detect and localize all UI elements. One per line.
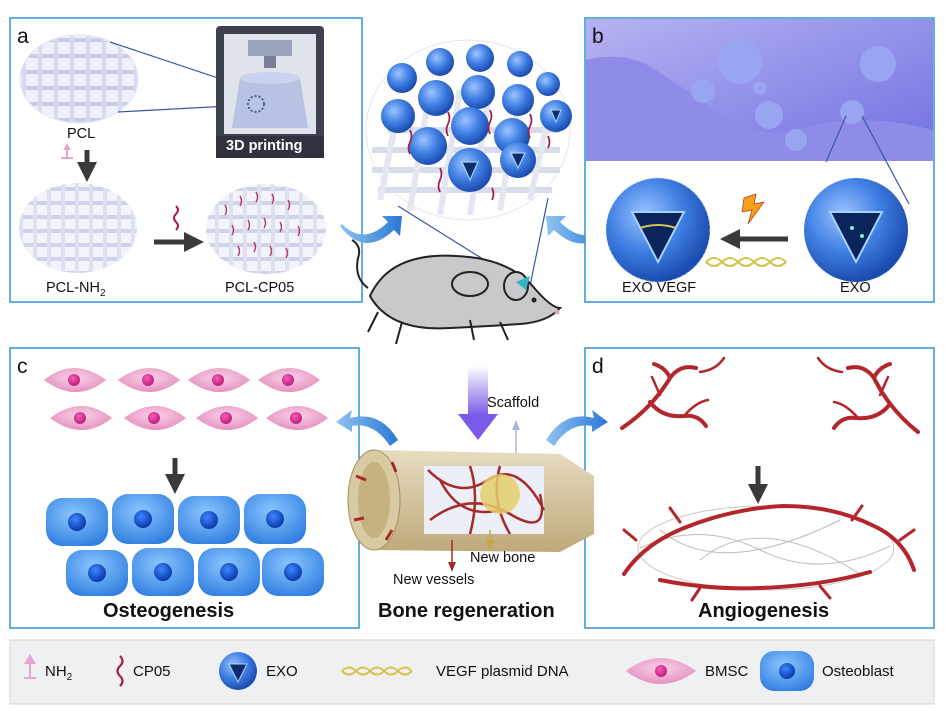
- legend-nh2-icon: [24, 654, 36, 679]
- legend-exo-icon: [219, 652, 257, 690]
- bone-regeneration-title: Bone regeneration: [378, 600, 555, 622]
- legend-osteoblast-icon: [760, 651, 814, 691]
- panel-letter-b: b: [592, 25, 604, 48]
- scaffold-down-arrow: [468, 366, 488, 416]
- new-vessels-label: New vessels: [393, 572, 475, 588]
- osteogenesis-title: Osteogenesis: [103, 600, 235, 622]
- mouse-icon: [351, 239, 563, 345]
- curved-arrow-a: [340, 216, 402, 244]
- panel-letter-c: c: [17, 355, 28, 378]
- lightning-icon: [741, 193, 765, 225]
- cp05-icon: [173, 205, 179, 231]
- legend-nh2-base: NH: [45, 663, 67, 680]
- dna-icon: [705, 257, 787, 267]
- pcl-scaffold-disc: [19, 34, 139, 124]
- printer-icon: [216, 26, 324, 158]
- legend-bmsc-icon: [626, 658, 696, 684]
- new-bone-label: New bone: [470, 550, 536, 566]
- legend-vegf-label: VEGF plasmid DNA: [436, 663, 569, 680]
- printer-label: 3D printing: [226, 138, 303, 154]
- pcl-nh2-base: PCL-NH: [46, 280, 100, 296]
- panel-letter-d: d: [592, 355, 604, 378]
- legend-nh2-sub: 2: [66, 672, 73, 683]
- legend-nh2-label: NH2: [45, 664, 72, 683]
- exo-vegf-label: EXO VEGF: [622, 280, 697, 296]
- legend-cp05-icon: [116, 655, 124, 687]
- osteoblast-cells: [46, 494, 324, 596]
- legend-cp05-label: CP05: [133, 663, 171, 680]
- pcl-cp05-label: PCL-CP05: [225, 280, 295, 296]
- legend-dna-icon: [341, 666, 413, 676]
- pcl-nh2-scaffold-disc: [19, 183, 137, 273]
- vessels-before: [620, 356, 920, 434]
- scaffold-with-exos: [365, 39, 572, 221]
- exo-sphere: [804, 178, 908, 282]
- pcl-label: PCL: [67, 126, 96, 142]
- pcl-nh2-label: PCL-NH2: [46, 281, 106, 299]
- bone-icon: [347, 449, 594, 552]
- legend-exo-label: EXO: [266, 663, 298, 680]
- curved-arrow-c: [336, 410, 398, 446]
- legend-bmsc-label: BMSC: [705, 663, 749, 680]
- legend-osteoblast-label: Osteoblast: [822, 663, 894, 680]
- vessels-after: [622, 503, 916, 602]
- scaffold-label: Scaffold: [487, 395, 540, 411]
- panel-letter-a: a: [17, 25, 29, 48]
- bmsc-cells: [44, 368, 328, 430]
- exo-vegf-sphere: [605, 177, 711, 283]
- nh2-icon: [61, 143, 73, 159]
- angiogenesis-title: Angiogenesis: [698, 600, 830, 622]
- exo-label: EXO: [840, 280, 871, 296]
- curved-arrow-d: [546, 410, 608, 446]
- pcl-cp05-scaffold-disc: [206, 184, 326, 274]
- pcl-nh2-sub: 2: [99, 287, 106, 299]
